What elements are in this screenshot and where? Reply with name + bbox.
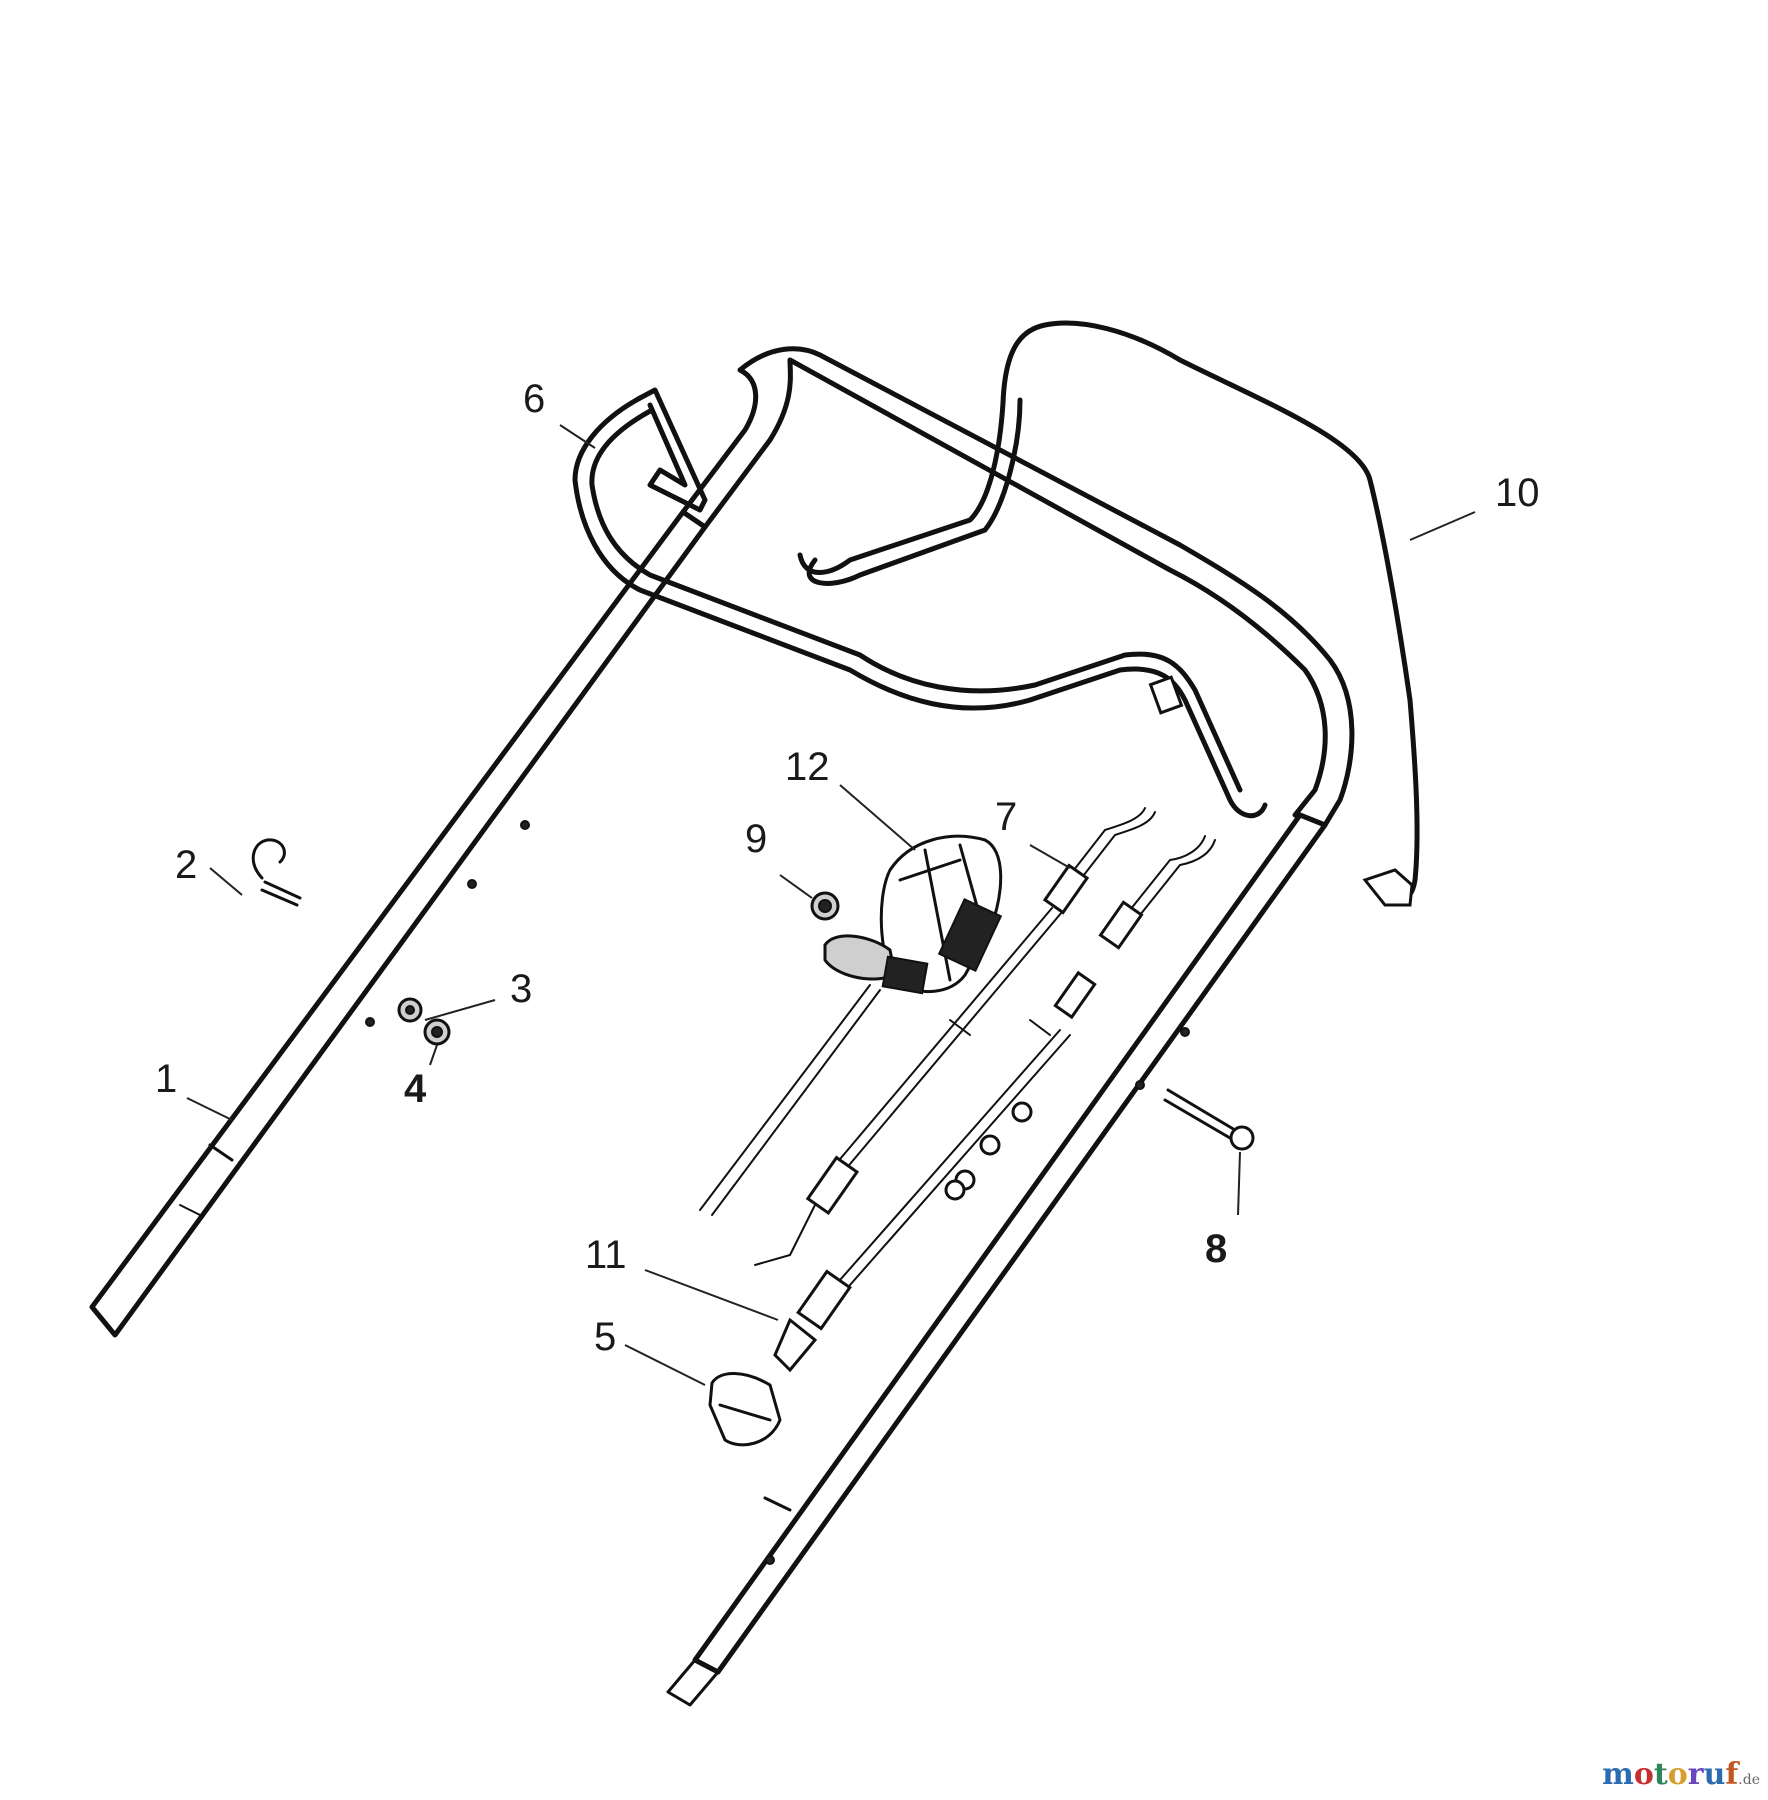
lower-left-handle-tube (89, 509, 708, 1338)
hook-bolt-2 (251, 838, 302, 907)
washers (944, 1101, 1033, 1201)
callout-11: 11 (585, 1233, 627, 1277)
watermark-letter: m (1602, 1757, 1634, 1792)
bail-bar (797, 320, 1420, 907)
watermark-letter: o (1633, 1757, 1654, 1792)
leader-lines (186, 424, 1476, 1386)
callout-9: 9 (745, 817, 767, 861)
nut-9 (810, 891, 840, 921)
callout-7: 7 (995, 795, 1017, 839)
watermark-letter: u (1703, 1757, 1726, 1792)
callout-1: 1 (155, 1057, 177, 1101)
bolt-8 (1163, 1088, 1255, 1151)
watermark-letter: t (1653, 1757, 1668, 1792)
nut-4 (423, 1018, 451, 1046)
cable-clip (708, 1372, 782, 1447)
watermark-letter: o (1667, 1757, 1688, 1792)
watermark-letter: r (1687, 1757, 1704, 1792)
throttle-lever (823, 834, 1003, 995)
callout-2: 2 (175, 843, 197, 887)
callout-3: 3 (510, 967, 532, 1011)
motoruf-watermark: motoruf.de (1602, 1757, 1760, 1792)
callout-6: 6 (523, 377, 545, 421)
callout-12: 12 (785, 745, 830, 789)
upper-handle-tube (666, 346, 1355, 1707)
throttle-cable (699, 835, 1216, 1286)
cable-adjuster (773, 1269, 852, 1373)
callout-5: 5 (594, 1315, 616, 1359)
watermark-text: motoruf (1602, 1757, 1738, 1792)
drive-cable (754, 807, 1156, 1266)
callout-4: 4 (404, 1067, 427, 1111)
cable-guide-wire (572, 387, 1268, 819)
callout-8: 8 (1205, 1227, 1227, 1271)
watermark-suffix: .de (1738, 1772, 1760, 1788)
callout-10: 10 (1495, 471, 1540, 515)
watermark-letter: f (1725, 1757, 1739, 1792)
nut-3 (397, 997, 423, 1023)
